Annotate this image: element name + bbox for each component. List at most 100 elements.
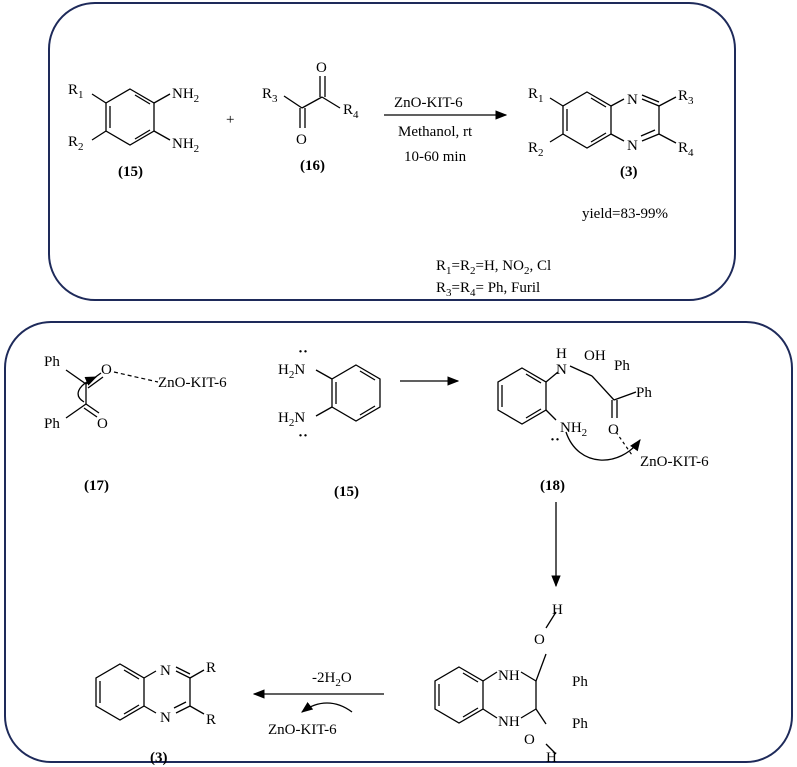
nitrogen-label: N bbox=[556, 362, 567, 378]
oxygen-label: O bbox=[534, 632, 545, 648]
r4-label: R bbox=[343, 102, 353, 118]
r2-label: R bbox=[68, 134, 78, 150]
subscript: 2 bbox=[194, 93, 200, 105]
r3-label: R bbox=[678, 88, 688, 104]
catalyst-label: ZnO-KIT-6 bbox=[268, 722, 337, 738]
nitrogen-label: N bbox=[294, 362, 305, 378]
nitrogen-label: N bbox=[627, 138, 638, 154]
compound-label-16: (16) bbox=[300, 158, 325, 174]
diamine-15: H2N H2N ·· ·· (15) bbox=[278, 344, 381, 500]
nh2-label: NH bbox=[172, 86, 194, 102]
bottom-panel: Ph Ph O O ZnO-KIT-6 (17) H2N H2N ·· ·· (… bbox=[4, 321, 793, 766]
carbonyl-oxygen: O bbox=[101, 362, 112, 378]
phenyl-label: Ph bbox=[572, 674, 588, 690]
compound-label-3: (3) bbox=[620, 164, 638, 180]
oxygen-label: O bbox=[524, 732, 535, 748]
subscript: 4 bbox=[353, 109, 359, 121]
time-conditions: 10-60 min bbox=[404, 149, 467, 165]
compound-label-3: (3) bbox=[150, 750, 168, 766]
compound-label-18: (18) bbox=[540, 478, 565, 494]
top-panel-frame bbox=[48, 2, 736, 301]
subscript: 4 bbox=[688, 147, 694, 159]
catalyst-label: ZnO-KIT-6 bbox=[640, 454, 709, 470]
phenyl-label: Ph bbox=[636, 385, 652, 401]
svg-text:R3: R3 bbox=[678, 88, 694, 107]
svg-text:R1: R1 bbox=[68, 82, 84, 101]
hydrogen-label: H bbox=[556, 346, 567, 362]
svg-text:R3: R3 bbox=[262, 86, 278, 105]
phenyl-label: Ph bbox=[44, 354, 60, 370]
svg-text:R4: R4 bbox=[678, 140, 694, 159]
subscript: 3 bbox=[688, 95, 694, 107]
carbonyl-oxygen: O bbox=[296, 132, 307, 148]
svg-text:H2N: H2N bbox=[278, 410, 305, 429]
svg-text:R2: R2 bbox=[68, 134, 84, 153]
lone-pair: ·· bbox=[298, 428, 308, 444]
reactant-16: O O R3 R4 (16) bbox=[262, 60, 359, 174]
compound-label-15: (15) bbox=[334, 484, 359, 500]
r4-label: R bbox=[678, 140, 688, 156]
carbonyl-oxygen: O bbox=[608, 422, 619, 438]
svg-text:H2N: H2N bbox=[278, 362, 305, 381]
reactant-15: NH2 NH2 R1 R2 (15) bbox=[68, 82, 199, 180]
subscript: 3 bbox=[272, 93, 278, 105]
svg-text:R1: R1 bbox=[528, 86, 544, 105]
amine-label: NH bbox=[498, 668, 520, 684]
r-group-label: R bbox=[206, 660, 216, 676]
compound-label-17: (17) bbox=[84, 478, 109, 494]
r2-label: R bbox=[528, 140, 538, 156]
svg-text:R4: R4 bbox=[343, 102, 359, 121]
final-product-3: N N R R (3) bbox=[95, 660, 216, 766]
hydroxyl-label: OH bbox=[584, 348, 606, 364]
subscript: 2 bbox=[289, 369, 295, 381]
svg-text:NH2: NH2 bbox=[560, 420, 587, 439]
amine-label: NH bbox=[560, 420, 582, 436]
intermediate-18: H N OH Ph Ph O NH2 ·· ZnO-KIT-6 (18) bbox=[497, 346, 709, 494]
reaction-arrow: ZnO-KIT-6 Methanol, rt 10-60 min bbox=[384, 95, 508, 165]
final-arrow: -2H2O ZnO-KIT-6 bbox=[252, 670, 384, 738]
nitrogen-label: N bbox=[160, 663, 171, 679]
diol-intermediate: NH NH Ph Ph O O H H bbox=[434, 602, 588, 766]
r3-label: R bbox=[262, 86, 272, 102]
subscript: 2 bbox=[194, 143, 200, 155]
r1-label: R bbox=[68, 82, 78, 98]
r1-label: R bbox=[528, 86, 538, 102]
hydrogen-label: H bbox=[546, 750, 557, 766]
top-panel: NH2 NH2 R1 R2 (15) + O O R3 R4 (16) ZnO-… bbox=[48, 2, 736, 301]
svg-text:NH2: NH2 bbox=[172, 86, 199, 105]
catalyst-label: ZnO-KIT-6 bbox=[394, 95, 463, 111]
product-3: N N R3 R4 R1 R2 (3) bbox=[528, 86, 694, 180]
subscript: 2 bbox=[289, 417, 295, 429]
carbonyl-oxygen: O bbox=[97, 416, 108, 432]
carbonyl-oxygen: O bbox=[316, 60, 327, 76]
lone-pair: ·· bbox=[550, 432, 560, 448]
subscript: 2 bbox=[78, 141, 84, 153]
subscript: 2 bbox=[582, 427, 588, 439]
amine-label: H bbox=[278, 362, 289, 378]
catalyst-label: ZnO-KIT-6 bbox=[158, 375, 227, 391]
nitrogen-label: N bbox=[627, 92, 638, 108]
substituent-line-2: R3=R4= Ph, Furil bbox=[436, 280, 540, 299]
svg-text:R2: R2 bbox=[528, 140, 544, 159]
compound-label-15: (15) bbox=[118, 164, 143, 180]
solvent-conditions: Methanol, rt bbox=[398, 124, 473, 140]
bottom-panel-frame bbox=[4, 321, 793, 763]
subscript: 1 bbox=[538, 93, 544, 105]
phenyl-label: Ph bbox=[614, 358, 630, 374]
nh2-label: NH bbox=[172, 136, 194, 152]
phenyl-label: Ph bbox=[572, 716, 588, 732]
svg-text:NH2: NH2 bbox=[172, 136, 199, 155]
phenyl-label: Ph bbox=[44, 416, 60, 432]
complex-17: Ph Ph O O ZnO-KIT-6 (17) bbox=[44, 354, 227, 494]
amine-label: H bbox=[278, 410, 289, 426]
svg-text:-2H2O: -2H2O bbox=[312, 670, 352, 689]
substituent-line-1: R1=R2=H, NO2, Cl bbox=[436, 258, 551, 277]
subscript: 1 bbox=[78, 89, 84, 101]
r-group-label: R bbox=[206, 712, 216, 728]
yield-text: yield=83-99% bbox=[582, 206, 668, 222]
nitrogen-label: N bbox=[160, 710, 171, 726]
amine-label: NH bbox=[498, 714, 520, 730]
lone-pair: ·· bbox=[298, 344, 308, 360]
subscript: 2 bbox=[538, 147, 544, 159]
